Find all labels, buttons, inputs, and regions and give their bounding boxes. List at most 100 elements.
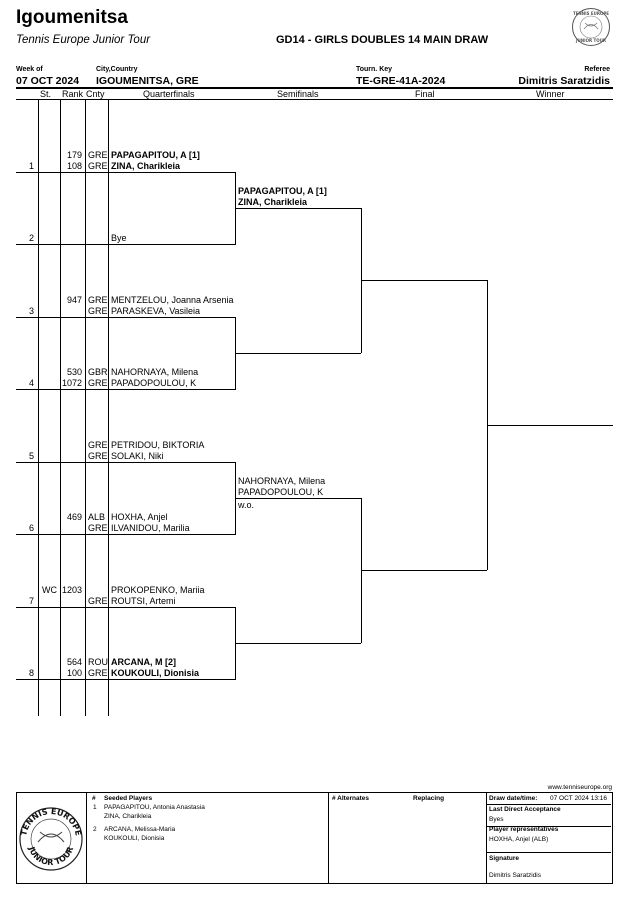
seeded-title: Seeded Players <box>104 795 153 802</box>
draw-line <box>16 171 236 173</box>
col-quarterfinals: Quarterfinals <box>143 89 195 99</box>
partner-name[interactable]: ROUTSI, Artemi <box>111 595 176 606</box>
partner-name[interactable]: SOLAKI, Niki <box>111 450 164 461</box>
winner-line <box>487 425 613 427</box>
semifinalist-player[interactable]: NAHORNAYA, Milena <box>238 475 326 486</box>
col-st: St. <box>40 89 52 99</box>
semifinalist-player[interactable]: PAPAGAPITOU, A [1] <box>238 185 327 196</box>
draw-line <box>16 534 236 535</box>
draw-position: 7 <box>29 595 35 606</box>
player-name[interactable]: PAPAGAPITOU, A [1] <box>111 149 200 160</box>
player-name[interactable]: NAHORNAYA, Milena <box>111 367 199 377</box>
draw-position: 8 <box>29 668 35 678</box>
city-value: IGOUMENITSA, GRE <box>96 75 199 87</box>
logo-text-top: TENNIS EUROPE <box>19 807 83 837</box>
player-country: GRE <box>88 294 108 305</box>
draw-line <box>16 679 236 680</box>
svg-text:JUNIOR TOUR: JUNIOR TOUR <box>575 38 606 43</box>
draw-position: 6 <box>29 523 35 533</box>
partner-rank: 1072 <box>61 378 82 388</box>
signature-label: Signature <box>489 855 519 862</box>
referee-value: Dimitris Saratzidis <box>518 75 610 87</box>
footer-divider <box>486 826 611 827</box>
col-divider <box>85 99 86 716</box>
svg-text:JUNIOR TOUR: JUNIOR TOUR <box>27 845 76 867</box>
partner-name[interactable]: KOUKOULI, Dionisia <box>111 668 200 678</box>
partner-name[interactable]: Bye <box>111 233 127 243</box>
alternates-title: # Alternates <box>332 795 369 802</box>
partner-rank: 100 <box>66 668 82 678</box>
entry-status: WC <box>42 584 57 595</box>
footer-divider <box>486 852 611 853</box>
footer-divider <box>486 804 611 805</box>
draw-line <box>16 606 236 608</box>
col-divider <box>108 99 109 716</box>
semifinalist-partner[interactable]: PAPADOPOULOU, K <box>238 486 324 497</box>
website-link[interactable]: www.tenniseurope.org <box>547 784 612 791</box>
semifinal-line <box>235 207 361 209</box>
lda-value: Byes <box>489 816 504 823</box>
svg-text:TENNIS EUROPE: TENNIS EUROPE <box>573 11 609 16</box>
player-name[interactable]: MENTZELOU, Joanna Arsenia <box>111 294 234 305</box>
partner-country: GRE <box>88 523 108 533</box>
seed-partner: ZINA, Charikleia <box>104 813 152 820</box>
partner-name[interactable]: PAPADOPOULOU, K <box>111 378 197 388</box>
draw-line <box>16 389 236 390</box>
seed-partner: KOUKOULI, Dionisia <box>104 835 165 842</box>
player-rank: 1203 <box>61 584 82 595</box>
player-country: GRE <box>88 149 108 160</box>
partner-country: GRE <box>88 668 108 678</box>
player-rank: 530 <box>66 367 82 377</box>
col-rank: Rank <box>62 89 84 99</box>
tourn-key-label: Tourn. Key <box>356 66 393 73</box>
draw-line <box>16 316 236 318</box>
player-name[interactable]: HOXHA, Anjel <box>111 512 168 522</box>
col-divider <box>38 99 39 716</box>
final-line <box>361 280 487 282</box>
partner-name[interactable]: ILVANIDOU, Marilia <box>111 523 190 533</box>
tour-name: Tennis Europe Junior Tour <box>16 34 151 46</box>
partner-country: GRE <box>88 595 108 606</box>
result-note: w.o. <box>238 499 255 510</box>
draw-position: 5 <box>29 450 35 461</box>
col-divider <box>60 99 61 716</box>
tourn-key-value: TE-GRE-41A-2024 <box>356 75 446 87</box>
player-rank: 179 <box>66 149 82 160</box>
replacing-title: Replacing <box>413 795 445 802</box>
partner-country: GRE <box>88 378 108 388</box>
draw-line <box>16 244 236 245</box>
tennis-europe-footer-logo: TENNIS EUROPE JUNIOR TOUR <box>19 807 83 871</box>
tournament-title: Igoumenitsa <box>16 7 128 28</box>
draw-date-label: Draw date/time: <box>489 795 538 802</box>
player-name[interactable]: PROKOPENKO, Mariia <box>111 584 205 595</box>
player-country: ALB <box>88 512 106 522</box>
player-name[interactable]: PETRIDOU, BIKTORIA <box>111 439 205 450</box>
player-country: GBR <box>88 367 108 377</box>
semifinal-line <box>235 497 361 499</box>
draw-position: 3 <box>29 305 35 316</box>
partner-name[interactable]: PARASKEVA, Vasileia <box>111 305 201 316</box>
draw-line <box>16 461 236 463</box>
semifinalist-partner[interactable]: ZINA, Charikleia <box>238 196 308 207</box>
referee-label: Referee <box>584 66 610 73</box>
player-rank: 564 <box>66 657 82 667</box>
seed-player: ARCANA, Melissa-Maria <box>104 826 176 833</box>
player-rep-label: Player representatives <box>489 826 559 833</box>
lda-label: Last Direct Acceptance <box>489 806 561 813</box>
col-semifinals: Semifinals <box>277 89 319 99</box>
week-label: Week of <box>16 66 43 73</box>
footer-box <box>16 792 613 884</box>
player-rank: 947 <box>66 294 82 305</box>
city-label: City,Country <box>96 66 138 73</box>
player-name[interactable]: ARCANA, M [2] <box>111 657 176 667</box>
player-country: ROU <box>88 657 108 667</box>
draw-position: 1 <box>29 160 35 171</box>
partner-name[interactable]: ZINA, Charikleia <box>111 160 181 171</box>
draw-date-value: 07 OCT 2024 13:16 <box>550 795 607 802</box>
partner-country: GRE <box>88 305 108 316</box>
partner-rank: 108 <box>66 160 82 171</box>
seeded-hash: # <box>92 795 96 802</box>
footer-divider <box>486 792 487 883</box>
draw-position: 4 <box>29 378 35 388</box>
footer-divider <box>328 792 329 883</box>
